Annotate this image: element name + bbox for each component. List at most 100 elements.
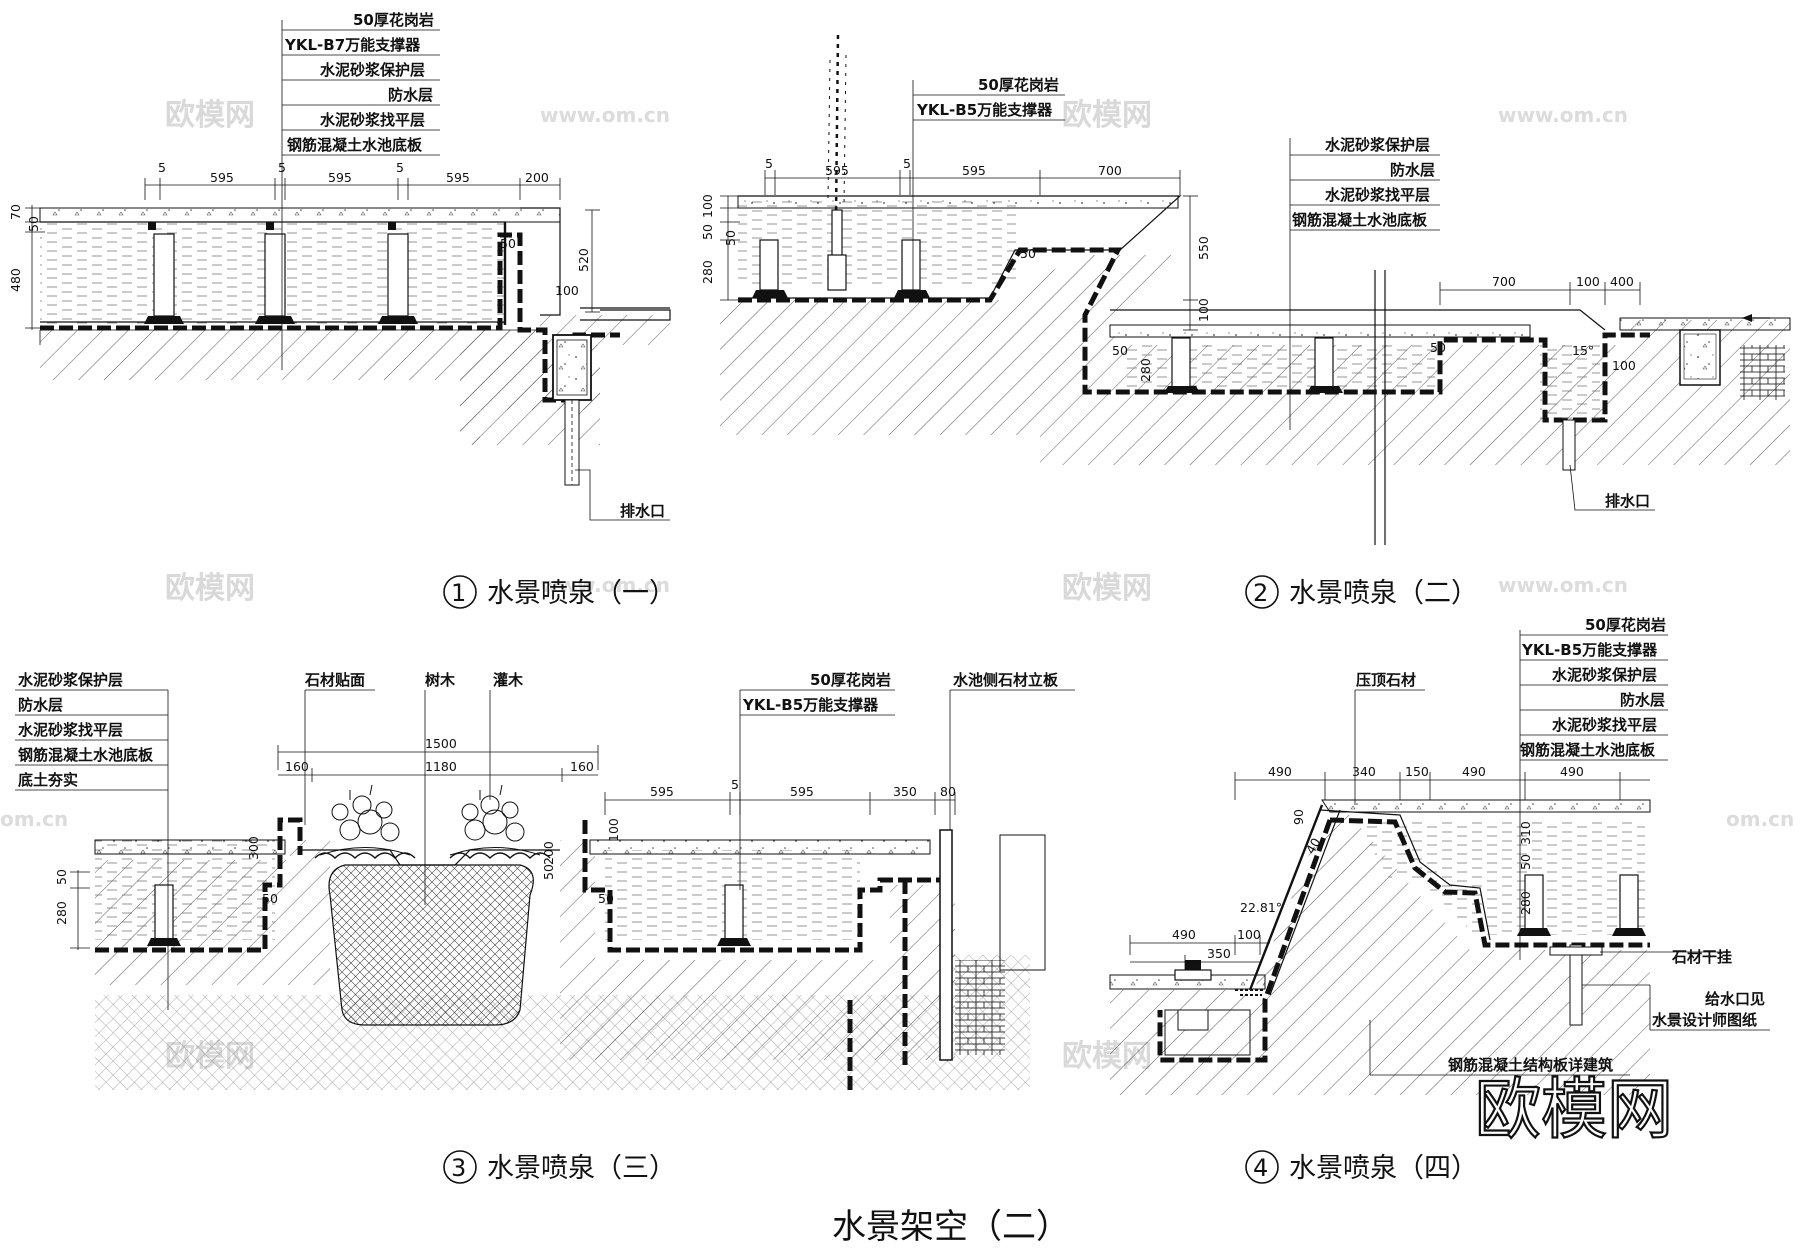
callout-label: 50厚花岗岩 [810,671,891,689]
dim-line-top: 490 340 150 490 490 [1234,764,1650,800]
label-side-wall: 水池侧石材立板 [953,671,1059,689]
dim-text: 595 [962,163,986,178]
dim-text: 595 [650,784,674,799]
callout-label: 防水层 [1620,691,1665,709]
callout-label: 钢筋混凝土水池底板 [18,746,154,764]
dim-text: 700 [1098,163,1122,178]
detail-number: 2 [1253,579,1268,607]
callout-label: 水泥砂浆保护层 [18,671,123,689]
watermark-url: www.om.cn [1498,103,1628,127]
sheet-title: 水景架空（二） [832,1207,1070,1247]
detail-number: 4 [1253,1154,1268,1182]
pedestal-row [144,222,418,324]
callout-label: 钢筋混凝土水池底板 [287,136,423,154]
watermark-brand: 欧模网 [165,98,255,133]
callout-label: 钢筋混凝土水池底板 [1520,741,1656,759]
dim-text: 50 [1112,343,1128,358]
detail-number-circle [443,575,477,609]
callout-label: 水泥砂浆找平层 [18,721,123,739]
dim-text: 70 [8,204,23,220]
detail-number-circle [443,1150,477,1184]
dim-text: 310 [1518,821,1533,845]
dim-line-top: 5 595 5 595 5 595 200 [144,160,561,200]
dim-text: 5 [158,160,166,175]
dim-text: 50 [1518,854,1533,870]
label-inlet: 给水口见 [1705,990,1765,1008]
dim-text: 595 [446,170,470,185]
drain-label: 排水口 [620,502,665,520]
dim-text: 100 [1196,298,1211,322]
dim-text: 1500 [425,736,457,751]
dim-text: 520 [576,248,591,272]
dim-text: 100 [1237,927,1261,942]
callout-label: YKL-B5万能支撑器 [1521,641,1658,659]
dim-text: 280 [1518,891,1533,915]
callout-label: 防水层 [18,696,63,714]
dim-text: 100 [1612,358,1636,373]
detail-caption: 水景喷泉（一） [487,578,676,609]
nozzle-lower [1174,960,1265,1031]
dim-line-left: 50 280 [54,869,90,950]
dim-text: 700 [1492,274,1516,289]
dim-text: 50 [723,230,738,246]
dim-text: 280 [54,901,69,925]
callout-label: 水泥砂浆找平层 [1325,186,1430,204]
dim-text: 50 [1430,340,1446,355]
callout-label: 50厚花岗岩 [978,76,1059,94]
dim-text: 50 [262,891,278,906]
watermark-brand: 欧模网 [1062,571,1152,606]
callout-label: YKL-B7万能支撑器 [284,36,421,54]
label-shrub: 灌木 [493,671,524,689]
dim-line-left: 70 50 480 [8,204,45,330]
dim-text: 90 [1291,809,1306,825]
callout-stack: 50厚花岗岩 YKL-B7万能支撑器 水泥砂浆保护层 防水层 水泥砂浆找平层 钢… [282,11,440,156]
dim-text: 80 [940,784,956,799]
dim-text: 160 [570,759,594,774]
watermark-brand: 欧模网 [1062,98,1152,133]
label-stone-facing: 石材贴面 [304,671,365,689]
dim-text: 50 [1020,246,1036,261]
detail-number-circle [1245,575,1279,609]
dim-text: 595 [210,170,234,185]
detail-caption: 水景喷泉（三） [487,1153,676,1184]
dim-text: 160 [285,759,309,774]
label-coping-stone: 压顶石材 [1356,671,1416,689]
dim-text: 200 [541,841,556,865]
dim-text: 340 [1352,764,1376,779]
dim-text: 15° [1572,343,1594,358]
callout-label: YKL-B5万能支撑器 [916,101,1053,119]
shrub-right [449,784,541,856]
dim-text: 400 [1610,274,1634,289]
detail-caption: 水景喷泉（四） [1289,1153,1478,1184]
callout-label: 50厚花岗岩 [1585,616,1666,634]
dim-text: 50 [500,236,516,251]
dim-text: 490 [1560,764,1584,779]
label-slab-ref: 钢筋混凝土结构板详建筑 [1448,1056,1613,1074]
dim-line-right: 520 100 50 [500,209,600,313]
dim-line-planter: 1500 160 1180 160 [277,736,599,782]
detail-number: 3 [451,1154,466,1182]
dim-text: 100 [700,194,715,218]
label-tree: 树木 [425,671,456,689]
dim-line-lower: 490 100 350 [1129,927,1270,970]
watermark-url: om.cn [0,807,68,831]
dim-line-top: 5 595 5 595 700 [764,156,1181,195]
pedestal-row [752,209,1343,393]
dim-text: 490 [1268,764,1292,779]
dim-text: 50 [598,891,614,906]
dim-line-left: 100 50 50 280 [700,194,740,301]
dim-text: 100 [555,283,579,298]
callout-label: 钢筋混凝土水池底板 [1292,211,1428,229]
dim-text: 350 [1207,946,1231,961]
drain-label: 排水口 [1605,492,1650,510]
dim-text: 280 [700,260,715,284]
dim-text: 490 [1172,927,1196,942]
detail-2: 50厚花岗岩 YKL-B5万能支撑器 水泥砂浆保护层 防水层 水泥砂浆找平层 钢… [700,34,1791,609]
dim-text: 480 [8,268,23,292]
callout-label: YKL-B5万能支撑器 [742,696,879,714]
pedestal-row [1517,874,1646,936]
dim-line-right: 700 100 400 50 15° 100 [1430,274,1641,373]
detail-4: 50厚花岗岩 YKL-B5万能支撑器 水泥砂浆保护层 防水层 水泥砂浆找平层 钢… [1109,616,1770,1184]
dim-text: 595 [790,784,814,799]
